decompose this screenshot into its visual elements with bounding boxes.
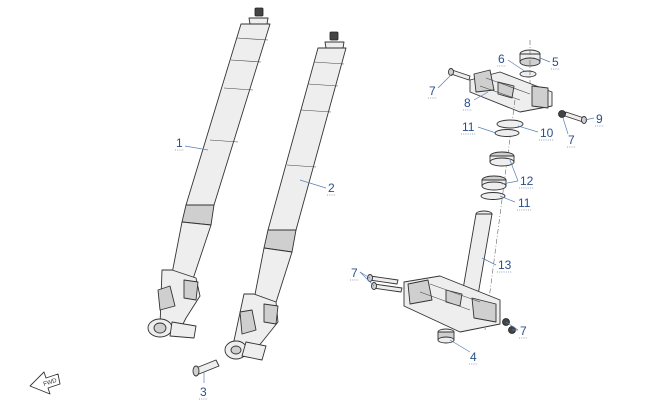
pinch-bolt: [564, 111, 587, 124]
front-direction-arrow-icon: FWD: [29, 371, 61, 395]
svg-text:5: 5: [552, 55, 559, 69]
svg-text:11: 11: [462, 120, 475, 134]
svg-text:1: 1: [176, 136, 183, 150]
dust-seal: [496, 119, 524, 129]
callout-3: 3: [199, 385, 208, 400]
stem-nut: [437, 328, 455, 344]
svg-text:4: 4: [470, 350, 477, 364]
callout-9: 9: [595, 112, 604, 127]
svg-text:7: 7: [429, 84, 436, 98]
lower-clamp-bolts-left: [367, 274, 403, 293]
washer: [519, 70, 537, 78]
callout-6: 6: [497, 52, 506, 67]
svg-text:7: 7: [568, 133, 575, 147]
clamp-bolt-upper-left: [448, 68, 471, 81]
callout-11-lower: 11: [517, 196, 532, 211]
callout-2: 2: [327, 181, 336, 196]
svg-text:3: 3: [200, 385, 207, 399]
steering-bearing-upper: [489, 151, 515, 167]
leader-lines: [184, 57, 595, 383]
fork-leg-left: [147, 7, 271, 339]
axle-bolt: [192, 359, 220, 377]
svg-text:7: 7: [520, 324, 527, 338]
bearing-race-lower: [480, 192, 506, 200]
callout-7-lower-right: 7: [519, 324, 528, 339]
lower-clamp-nuts-right: [502, 318, 516, 334]
bearing-race-upper: [494, 129, 520, 137]
svg-text:6: 6: [498, 52, 505, 66]
callout-10: 10: [539, 126, 554, 141]
clamp-bolt-upper-right: [558, 110, 566, 118]
callout-7-upper-right: 7: [567, 133, 576, 148]
callout-7-lower-left: 7: [350, 266, 359, 281]
svg-text:7: 7: [351, 266, 358, 280]
upper-triple-clamp: [469, 69, 553, 113]
svg-text:10: 10: [540, 126, 554, 140]
svg-text:9: 9: [596, 112, 603, 126]
fork-leg-right: [224, 31, 347, 361]
callout-11-upper: 11: [461, 120, 476, 135]
callout-7-upper-left: 7: [428, 84, 437, 99]
svg-text:12: 12: [520, 174, 534, 188]
callout-4: 4: [469, 350, 478, 365]
callout-13: 13: [497, 258, 512, 273]
svg-text:11: 11: [518, 196, 531, 210]
svg-text:FWD: FWD: [43, 378, 58, 388]
callout-1: 1: [175, 136, 184, 151]
svg-text:2: 2: [328, 181, 335, 195]
callout-8: 8: [463, 96, 472, 111]
callout-12: 12: [519, 174, 534, 189]
svg-text:13: 13: [498, 258, 512, 272]
steering-stem-lower-clamp: [403, 210, 501, 333]
steering-bearing-lower: [481, 175, 507, 191]
callout-5: 5: [551, 55, 560, 70]
svg-text:8: 8: [464, 96, 471, 110]
